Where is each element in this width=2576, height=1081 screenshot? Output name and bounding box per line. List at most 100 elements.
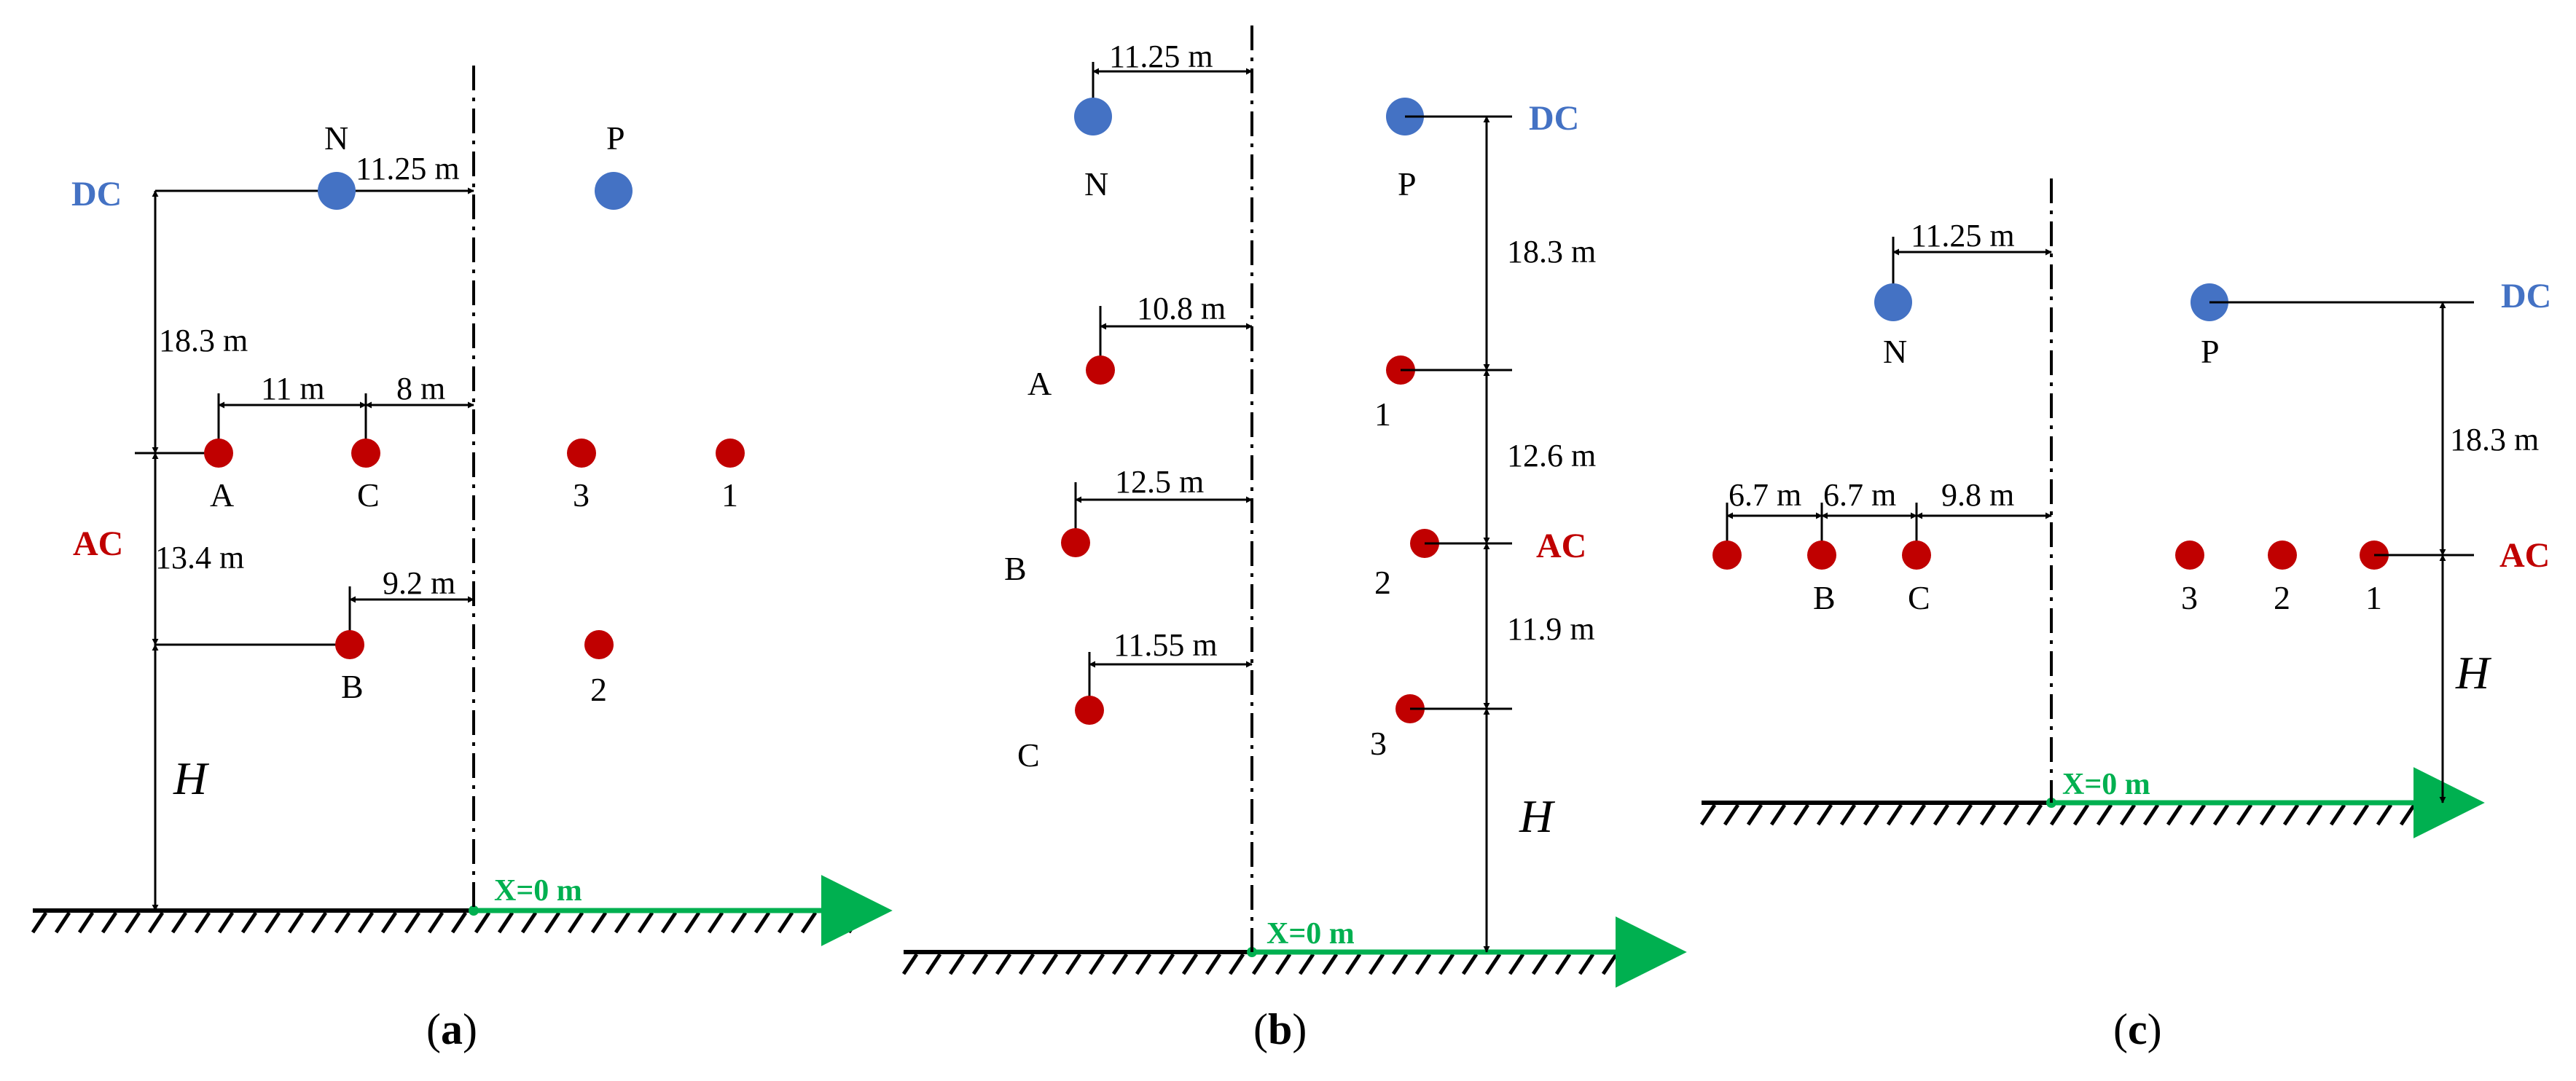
hatch-tick <box>800 911 818 934</box>
conductor-b <box>1807 540 1836 570</box>
hatch-tick <box>310 911 328 934</box>
hatch-tick <box>1699 803 1717 826</box>
hatch-tick <box>1041 953 1059 975</box>
hatch-tick <box>240 911 258 934</box>
conductor-c <box>351 439 380 468</box>
hatch-tick <box>287 911 305 934</box>
hatch-tick <box>2422 803 2440 826</box>
dim-b-offset-label: 12.5 m <box>1115 464 1204 500</box>
hatch-tick <box>1723 803 1740 826</box>
hatch-tick <box>2259 803 2276 826</box>
dc-tag: DC <box>71 175 122 213</box>
conductor-a <box>204 439 233 468</box>
hatch-tick <box>590 911 608 934</box>
origin-dot <box>469 905 479 916</box>
dim-v-2-3-label: 11.9 m <box>1507 611 1595 647</box>
hatch-tick <box>1275 953 1292 975</box>
conductor-p <box>595 172 633 210</box>
label-n: N <box>324 119 348 157</box>
hatch-tick <box>171 911 188 934</box>
hatch-tick <box>2003 803 2020 826</box>
hatch-tick <box>31 911 48 934</box>
dim-dc-offset-label: 11.25 m <box>356 151 460 186</box>
label-p: P <box>1398 165 1417 203</box>
label-b: B <box>1813 579 1836 616</box>
hatch-tick <box>1414 953 1432 975</box>
hatch-tick <box>2166 803 2183 826</box>
dim-dc-ac-vertical-label: 18.3 m <box>2450 422 2539 457</box>
hatch-tick <box>2376 803 2393 826</box>
hatch-tick <box>614 911 631 934</box>
dim-spacing-1-label: 6.7 m <box>1729 477 1801 513</box>
hatch-tick <box>1909 803 1927 826</box>
conductor-b <box>1061 528 1090 557</box>
label-3: 3 <box>1370 725 1387 762</box>
panel-a: X=0 m DC AC 18.3 m 13.4 m H 11.25 m 11 m… <box>31 66 893 1053</box>
hatch-tick <box>520 911 538 934</box>
dim-v-1-2-label: 12.6 m <box>1507 438 1596 473</box>
hatch-tick <box>217 911 235 934</box>
dim-ac-vertical-label: 13.4 m <box>155 540 244 575</box>
hatch-tick <box>2306 803 2323 826</box>
caption-c: (c) <box>2113 1005 2162 1053</box>
label-3: 3 <box>573 476 590 514</box>
hatch-tick <box>1018 953 1036 975</box>
hatch-tick <box>901 953 919 975</box>
h-label: H <box>2455 647 2492 699</box>
hatch-tick <box>2142 803 2160 826</box>
hatch-tick <box>1979 803 1997 826</box>
hatch-tick <box>2072 803 2090 826</box>
hatch-tick <box>404 911 421 934</box>
hatch-tick <box>1065 953 1082 975</box>
dim-a-c-spacing-label: 11 m <box>261 371 325 406</box>
hatch-tick <box>1391 953 1409 975</box>
hatch-tick <box>971 953 989 975</box>
label-1: 1 <box>721 476 738 514</box>
conductor-3 <box>2175 540 2204 570</box>
hatch-tick <box>777 911 794 934</box>
hatch-tick <box>707 911 724 934</box>
ground-hatching <box>901 953 1642 975</box>
ac-tag: AC <box>73 524 123 563</box>
hatch-tick <box>1344 953 1362 975</box>
hatch-tick <box>1601 953 1618 975</box>
hatch-tick <box>2049 803 2067 826</box>
hatch-tick <box>1508 953 1525 975</box>
dc-tag: DC <box>2501 277 2551 315</box>
hatch-tick <box>2212 803 2230 826</box>
dim-dc-ac-vertical-label: 18.3 m <box>159 323 248 358</box>
hatch-tick <box>1438 953 1455 975</box>
hatch-tick <box>2189 803 2207 826</box>
conductor-n <box>1874 283 1912 321</box>
dim-dc-offset-label: 11.25 m <box>1911 218 2015 253</box>
label-c: C <box>1017 736 1040 774</box>
label-c: C <box>357 476 380 514</box>
hatch-tick <box>847 911 864 934</box>
hatch-tick <box>147 911 165 934</box>
dim-c-center-label: 8 m <box>396 371 445 406</box>
hatch-tick <box>2096 803 2113 826</box>
hatch-tick <box>334 911 351 934</box>
hatch-tick <box>474 911 491 934</box>
caption-a: (a) <box>426 1005 477 1053</box>
hatch-tick <box>684 911 701 934</box>
hatch-tick <box>1298 953 1315 975</box>
conductor-2 <box>584 630 614 659</box>
origin-label: X=0 m <box>494 874 582 908</box>
label-p: P <box>606 119 625 157</box>
h-label: H <box>173 752 210 804</box>
label-b: B <box>341 668 364 705</box>
hatch-tick <box>1933 803 1950 826</box>
hatch-tick <box>1863 803 1880 826</box>
hatch-tick <box>925 953 942 975</box>
ac-tag: AC <box>1536 527 1586 565</box>
hatch-tick <box>544 911 561 934</box>
dim-spacing-2-label: 6.7 m <box>1823 477 1896 513</box>
hatch-tick <box>380 911 398 934</box>
hatch-tick <box>1554 953 1572 975</box>
h-label: H <box>1519 790 1556 842</box>
hatch-tick <box>2119 803 2137 826</box>
label-c: C <box>1908 579 1930 616</box>
panel-c: X=0 m 11.25 m N P DC 6.7 m 6.7 m 9.8 m B… <box>1699 178 2551 1053</box>
hatch-tick <box>357 911 375 934</box>
